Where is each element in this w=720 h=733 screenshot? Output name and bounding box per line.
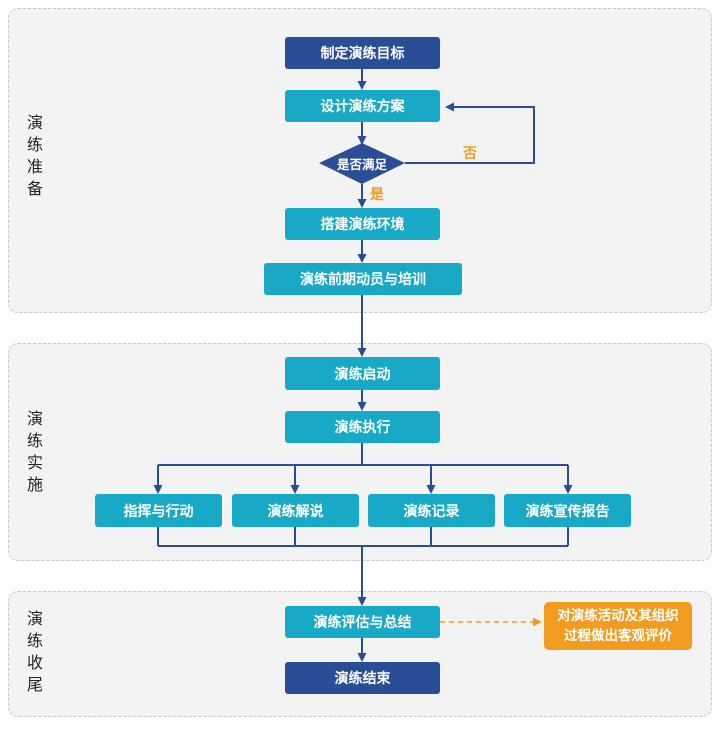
branch-yes-label: 是 bbox=[370, 187, 384, 203]
node-record: 演练记录 bbox=[368, 494, 495, 527]
node-narrate: 演练解说 bbox=[232, 494, 359, 527]
node-start: 演练启动 bbox=[285, 357, 440, 390]
node-end: 演练结束 bbox=[285, 662, 440, 694]
node-command: 指挥与行动 bbox=[95, 494, 222, 527]
node-evaluation-note: 对演练活动及其组织 过程做出客观评价 bbox=[544, 602, 692, 650]
branch-no-label: 否 bbox=[463, 146, 477, 162]
node-set-goal: 制定演练目标 bbox=[285, 37, 440, 69]
decision-diamond bbox=[319, 143, 405, 184]
node-mobilize: 演练前期动员与培训 bbox=[264, 263, 462, 295]
phase-impl-label: 演 练 实 施 bbox=[26, 409, 43, 494]
node-execute: 演练执行 bbox=[285, 411, 440, 443]
node-build-env: 搭建演练环境 bbox=[285, 208, 440, 240]
node-evaluate: 演练评估与总结 bbox=[285, 606, 440, 638]
node-design-plan: 设计演练方案 bbox=[285, 90, 440, 122]
node-decision-label: 是否满足 bbox=[336, 157, 387, 172]
phase-close-label: 演 练 收 尾 bbox=[26, 609, 43, 694]
node-publicity: 演练宣传报告 bbox=[504, 494, 631, 527]
phase-prep-label: 演 练 准 备 bbox=[26, 113, 43, 198]
arrow-decision-no-loop bbox=[405, 102, 535, 164]
